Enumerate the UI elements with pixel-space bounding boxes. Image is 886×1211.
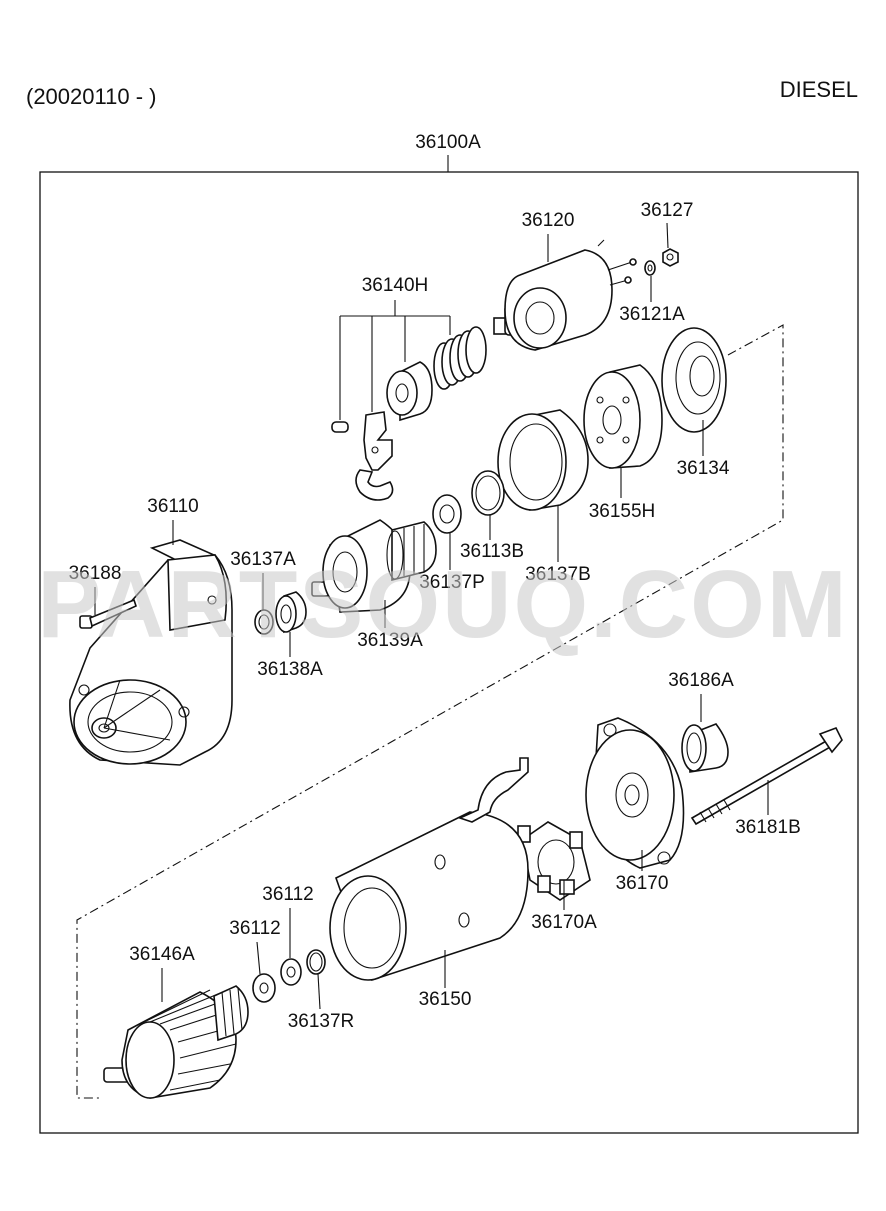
center-bracket-part[interactable] — [583, 364, 663, 469]
bushing-part[interactable] — [681, 723, 729, 773]
label-36186a[interactable]: 36186A — [668, 670, 734, 691]
label-36146a[interactable]: 36146A — [129, 944, 195, 965]
through-bolt-part[interactable] — [690, 726, 843, 826]
label-36181b[interactable]: 36181B — [735, 817, 801, 838]
label-36137p[interactable]: 36137P — [419, 572, 485, 593]
date-range-label: (20020110 - ) — [26, 84, 156, 109]
watermark: PARTSOUQ.COM — [37, 551, 849, 658]
assembly-frame — [39, 171, 859, 1134]
label-36112-lower[interactable]: 36112 — [229, 918, 280, 939]
internal-gear-ring-part[interactable] — [497, 409, 589, 511]
washer-36112-inner-part[interactable] — [252, 973, 276, 1003]
washer-36137p-part[interactable] — [432, 494, 462, 534]
label-36121a[interactable]: 36121A — [619, 304, 685, 325]
washer-36112-outer-part[interactable] — [280, 958, 302, 986]
leader-36127 — [666, 222, 669, 249]
label-36137b[interactable]: 36137B — [525, 564, 591, 585]
label-36140h[interactable]: 36140H — [362, 275, 429, 296]
label-36112-upper[interactable]: 36112 — [262, 884, 313, 905]
brush-holder-part[interactable] — [517, 821, 591, 901]
nut-part[interactable] — [662, 248, 679, 267]
solenoid-part[interactable] — [493, 239, 637, 351]
stop-ring-part[interactable] — [254, 609, 274, 635]
engine-type-label: DIESEL — [780, 77, 858, 102]
label-36155h[interactable]: 36155H — [589, 501, 656, 522]
yoke-assembly-part[interactable] — [329, 757, 529, 982]
label-36113b[interactable]: 36113B — [460, 541, 524, 562]
bolt-36188-part[interactable] — [79, 598, 137, 629]
overrunning-clutch-part[interactable] — [311, 519, 437, 613]
pin-part[interactable] — [331, 421, 349, 433]
shift-lever-part[interactable] — [355, 411, 394, 501]
ring-36113b-part[interactable] — [471, 470, 505, 516]
label-36150[interactable]: 36150 — [419, 989, 472, 1010]
assembly-boundary-lines — [76, 324, 784, 1099]
label-36134[interactable]: 36134 — [677, 458, 730, 479]
label-36120[interactable]: 36120 — [522, 210, 575, 231]
leader-36137r — [317, 973, 321, 1010]
plunger-cylinder-part[interactable] — [386, 361, 433, 422]
armature-part[interactable] — [103, 985, 249, 1099]
front-housing-part[interactable] — [69, 539, 233, 766]
label-36188[interactable]: 36188 — [69, 563, 122, 584]
label-36137r[interactable]: 36137R — [288, 1011, 355, 1032]
cover-plate-part[interactable] — [661, 327, 727, 433]
snap-ring-part[interactable] — [275, 591, 307, 634]
label-36137a[interactable]: 36137A — [230, 549, 296, 570]
label-36170[interactable]: 36170 — [616, 873, 669, 894]
label-36138a[interactable]: 36138A — [257, 659, 323, 680]
ring-36137r-part[interactable] — [306, 949, 326, 975]
washer-36121a-part[interactable] — [644, 260, 656, 276]
leader-36140h — [339, 300, 451, 420]
leader-36112-lower — [256, 941, 261, 975]
label-36110[interactable]: 36110 — [147, 496, 198, 517]
label-36127[interactable]: 36127 — [641, 200, 694, 221]
spring-part[interactable] — [433, 326, 487, 390]
assembly-number-label[interactable]: 36100A — [415, 132, 481, 153]
rear-bracket-part[interactable] — [585, 717, 685, 869]
label-36139a[interactable]: 36139A — [357, 630, 423, 651]
label-36170a[interactable]: 36170A — [531, 912, 597, 933]
